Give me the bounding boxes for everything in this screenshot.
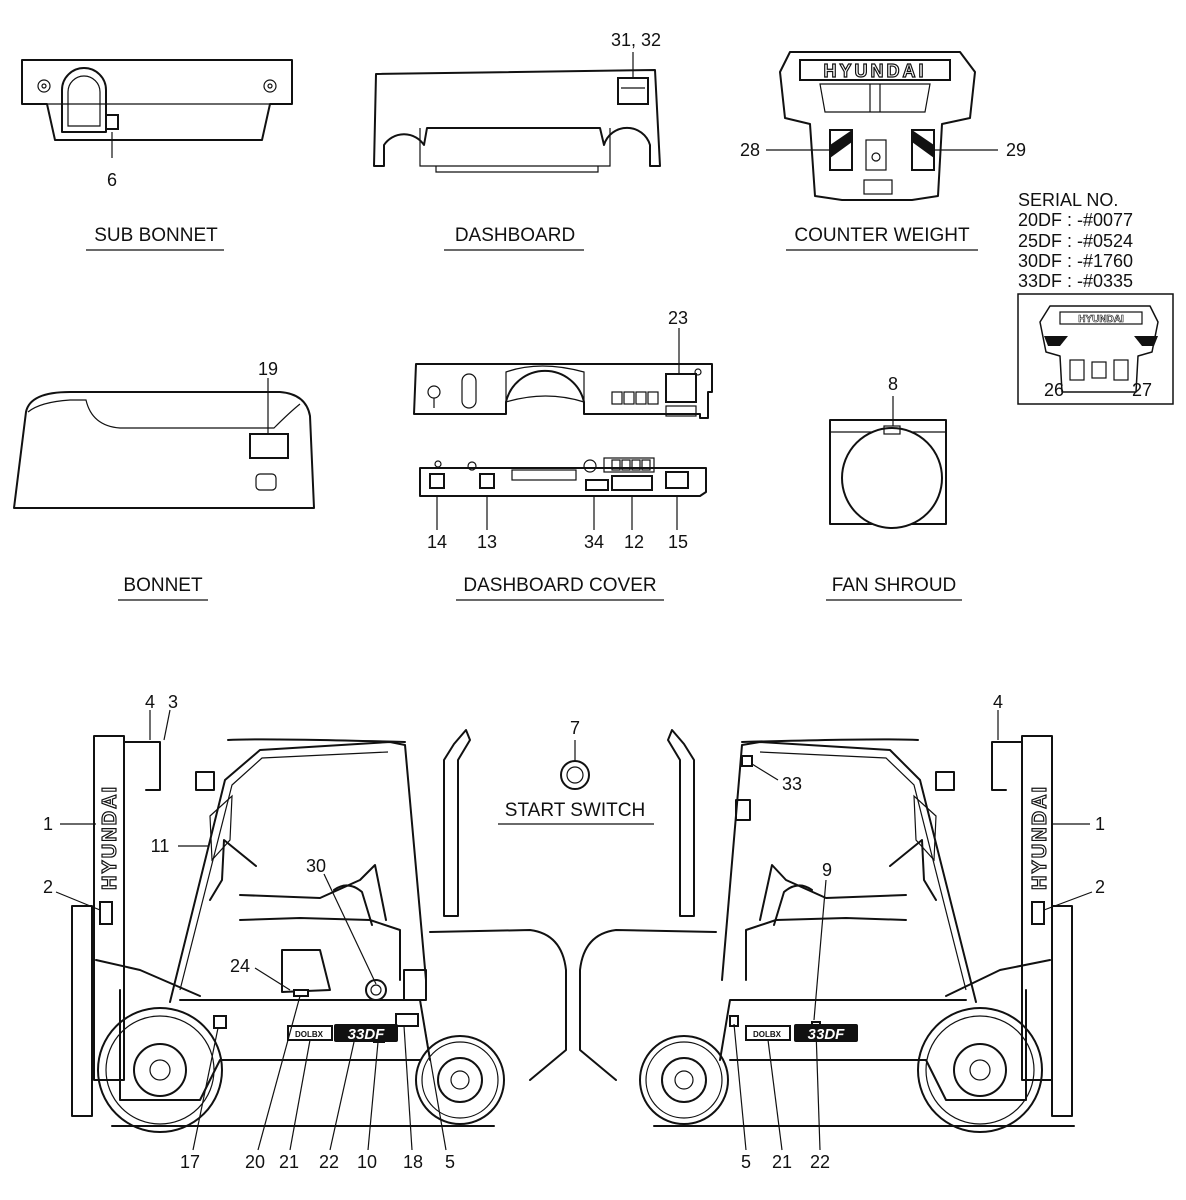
counter-weight-drawing: HYUNDAI (766, 51, 998, 201)
callout-34: 34 (584, 532, 604, 552)
callout-18: 18 (403, 1152, 423, 1172)
callout-13: 13 (477, 532, 497, 552)
callout-19: 19 (258, 359, 278, 379)
callout-12: 12 (624, 532, 644, 552)
forklift-leader-lines (55, 709, 1093, 1151)
callout-22-right: 22 (810, 1152, 830, 1172)
callout-4-left: 4 (145, 692, 155, 712)
callout-5-right: 5 (741, 1152, 751, 1172)
series-badge-right: DOLBX (753, 1030, 782, 1039)
callout-14: 14 (427, 532, 447, 552)
callout-7: 7 (570, 718, 580, 738)
serial-line-33df: 33DF : -#0335 (1018, 271, 1133, 291)
callout-6: 6 (107, 170, 117, 190)
serial-title: SERIAL NO. (1018, 190, 1118, 210)
callout-21-left: 21 (279, 1152, 299, 1172)
callout-30: 30 (306, 856, 326, 876)
callout-2-left: 2 (43, 877, 53, 897)
caption-bonnet: BONNET (123, 575, 203, 596)
dashboard-panel-drawing (413, 328, 713, 419)
start-switch-drawing (560, 740, 590, 790)
fan-shroud-drawing (829, 396, 947, 529)
caption-sub-bonnet: SUB BONNET (94, 225, 218, 246)
caption-dashboard: DASHBOARD (455, 225, 575, 246)
callout-23: 23 (668, 308, 688, 328)
callout-24: 24 (230, 956, 250, 976)
counter-weight-brand: HYUNDAI (823, 61, 926, 81)
callout-2-right: 2 (1095, 877, 1105, 897)
callout-1-left: 1 (43, 814, 53, 834)
callout-17: 17 (180, 1152, 200, 1172)
dashboard-cover-drawing (419, 457, 707, 530)
callout-8: 8 (888, 374, 898, 394)
bonnet-drawing (13, 378, 315, 509)
callout-26: 26 (1044, 380, 1064, 400)
callout-33: 33 (782, 774, 802, 794)
serial-line-20df: 20DF : -#0077 (1018, 210, 1133, 230)
callout-21-right: 21 (772, 1152, 792, 1172)
callout-22-left: 22 (319, 1152, 339, 1172)
callout-11: 11 (151, 836, 170, 856)
callout-31-32: 31, 32 (611, 30, 661, 50)
callout-5-left: 5 (445, 1152, 455, 1172)
sub-bonnet-drawing (21, 59, 293, 158)
callout-28: 28 (740, 140, 760, 160)
caption-fan-shroud: FAN SHROUD (832, 575, 957, 596)
callout-9: 9 (822, 860, 832, 880)
callout-3: 3 (168, 692, 178, 712)
serial-inset-brand: HYUNDAI (1078, 314, 1124, 325)
serial-line-30df: 30DF : -#1760 (1018, 251, 1133, 271)
caption-dashboard-cover: DASHBOARD COVER (463, 575, 656, 596)
forklift-left-drawing: HYUNDAI 33DF DOLBX (71, 729, 567, 1133)
mast-brand-right: HYUNDAI (1029, 785, 1051, 890)
model-badge-left: 33DF (348, 1026, 386, 1043)
series-badge-left: DOLBX (295, 1030, 324, 1039)
serial-line-25df: 25DF : -#0524 (1018, 231, 1133, 251)
mast-brand-left: HYUNDAI (99, 785, 121, 890)
model-badge-right: 33DF (808, 1026, 846, 1043)
callout-10: 10 (357, 1152, 377, 1172)
caption-counter-weight: COUNTER WEIGHT (794, 225, 970, 246)
dashboard-drawing (373, 52, 661, 173)
forklift-right-drawing: HYUNDAI 33DF DOLBX (579, 729, 1075, 1133)
callout-15: 15 (668, 532, 688, 552)
callout-1-right: 1 (1095, 814, 1105, 834)
callout-29: 29 (1006, 140, 1026, 160)
callout-20: 20 (245, 1152, 265, 1172)
serial-inset-drawing: HYUNDAI (1017, 293, 1174, 405)
callout-27: 27 (1132, 380, 1152, 400)
callout-4-right: 4 (993, 692, 1003, 712)
caption-start-switch: START SWITCH (505, 800, 645, 821)
